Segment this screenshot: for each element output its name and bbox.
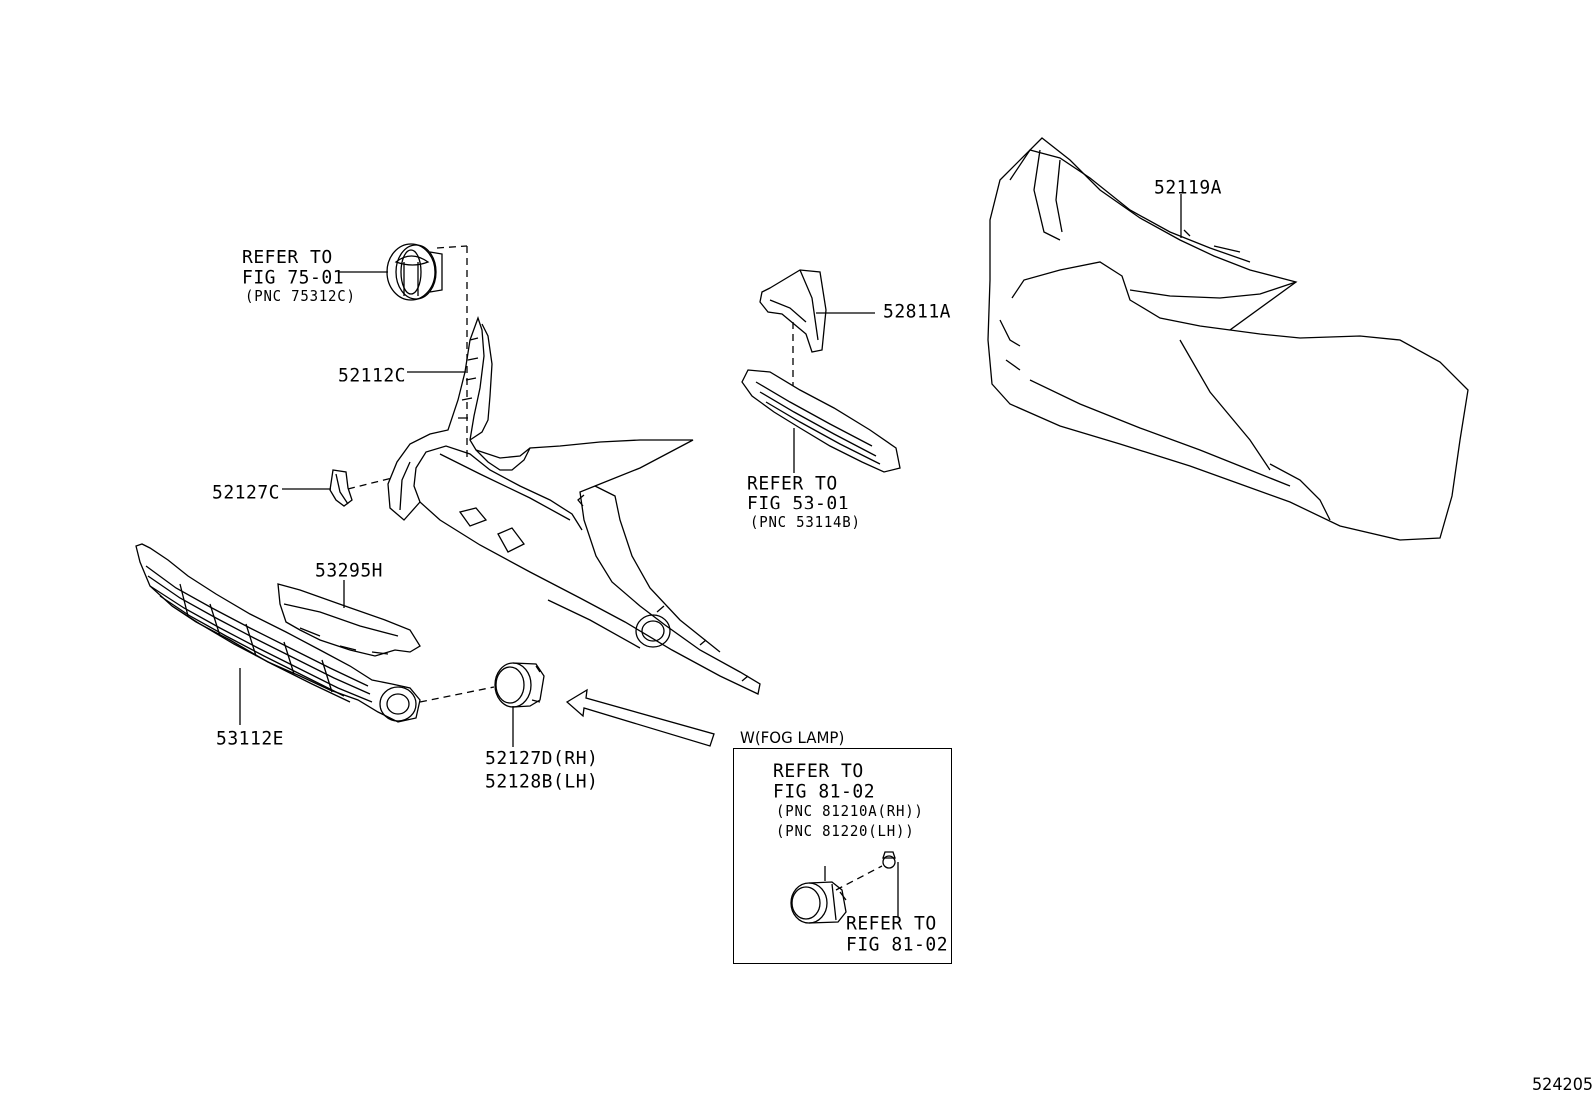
leader-lines: [240, 194, 1181, 917]
screw-part: [883, 852, 895, 868]
part-label-52127D: 52127D(RH): [485, 747, 599, 770]
part-label-52119A: 52119A: [1154, 176, 1223, 199]
ref-fog-line4: (PNC 81220(LH)): [776, 823, 915, 841]
ref-grille-line1: REFER TO: [747, 472, 838, 495]
fog-lamp-box: [733, 748, 952, 964]
part-label-52811A: 52811A: [883, 300, 952, 323]
ref-emblem-line2: FIG 75-01: [242, 266, 345, 289]
retainer-part: [278, 584, 420, 656]
part-label-52127C: 52127C: [212, 481, 281, 504]
part-label-53112E: 53112E: [216, 727, 285, 750]
ref-fog-line3: (PNC 81210A(RH)): [776, 803, 924, 821]
assembly-lines: [348, 246, 882, 890]
grille-insert-part: [742, 370, 900, 472]
upper-grille-part: [388, 318, 760, 694]
fog-lamp-box-title: W(FOG LAMP): [740, 728, 845, 748]
ref-emblem-line1: REFER TO: [242, 246, 333, 269]
ref-emblem-line3: (PNC 75312C): [245, 288, 356, 306]
ref-grille-line2: FIG 53-01: [747, 492, 850, 515]
ref-fog-line2: FIG 81-02: [773, 780, 876, 803]
bumper-cover-part: [988, 138, 1468, 540]
ref-grille-line3: (PNC 53114B): [750, 514, 861, 532]
fog-lamp-part: [791, 882, 846, 923]
diagram-id: 524205: [1532, 1074, 1592, 1095]
part-label-52128B: 52128B(LH): [485, 770, 599, 793]
part-label-52112C: 52112C: [338, 364, 407, 387]
lower-grille-part: [136, 544, 420, 722]
part-label-53295H: 53295H: [315, 559, 384, 582]
ref-screw-line1: REFER TO: [846, 912, 937, 935]
fog-cover-part: [495, 663, 544, 707]
ref-fog-line1: REFER TO: [773, 760, 864, 783]
install-direction-arrow: [567, 690, 714, 746]
bracket-part: [760, 270, 826, 352]
small-cover-part: [330, 470, 352, 506]
ref-screw-line2: FIG 81-02: [846, 933, 949, 956]
emblem-part: [387, 244, 442, 300]
